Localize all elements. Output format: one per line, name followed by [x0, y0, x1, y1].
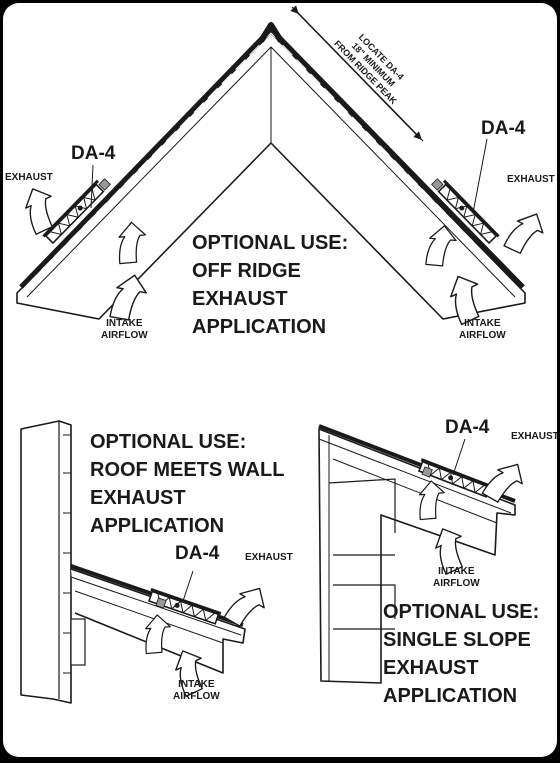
da4-vent-left [42, 178, 111, 245]
single-slope-title: OPTIONAL USE: SINGLE SLOPE EXHAUST APPLI… [383, 601, 540, 707]
intake-label-right: INTAKE AIRFLOW [459, 318, 506, 341]
ridge-cap [258, 22, 284, 43]
single-slope-diagram [318, 424, 531, 684]
intake-label-left: INTAKE AIRFLOW [101, 318, 148, 341]
roof-diagrams [16, 5, 550, 704]
exhaust-label-wall: EXHAUST [245, 552, 293, 563]
exhaust-arrow-right [503, 206, 550, 260]
exhaust-label-single: EXHAUST [511, 431, 557, 442]
da4-label-left: DA-4 [71, 143, 116, 164]
diagram-canvas: LOCATE DA-4 18" MINIMUM FROM RIDGE PEAK … [3, 3, 557, 757]
da4-vent-right [431, 178, 500, 245]
roof-meets-wall-diagram [20, 420, 273, 704]
exhaust-label-left: EXHAUST [5, 172, 53, 183]
off-ridge-title: OPTIONAL USE: OFF RIDGE EXHAUST APPLICAT… [192, 232, 349, 338]
distance-arrow [290, 5, 422, 140]
da4-label-wall: DA-4 [175, 543, 220, 564]
intake-label-single: INTAKE AIRFLOW [433, 566, 480, 589]
da4-label-single: DA-4 [445, 417, 490, 438]
single-slope-roof [318, 428, 516, 684]
exhaust-label-right: EXHAUST [507, 174, 555, 185]
da4-label-right: DA-4 [481, 118, 526, 139]
wall [20, 420, 72, 704]
roof-meets-wall-title: OPTIONAL USE: ROOF MEETS WALL EXHAUST AP… [90, 431, 285, 537]
intake-label-wall: INTAKE AIRFLOW [173, 679, 220, 702]
off-ridge-diagram [16, 5, 550, 326]
da4-vent-wall [147, 588, 222, 625]
